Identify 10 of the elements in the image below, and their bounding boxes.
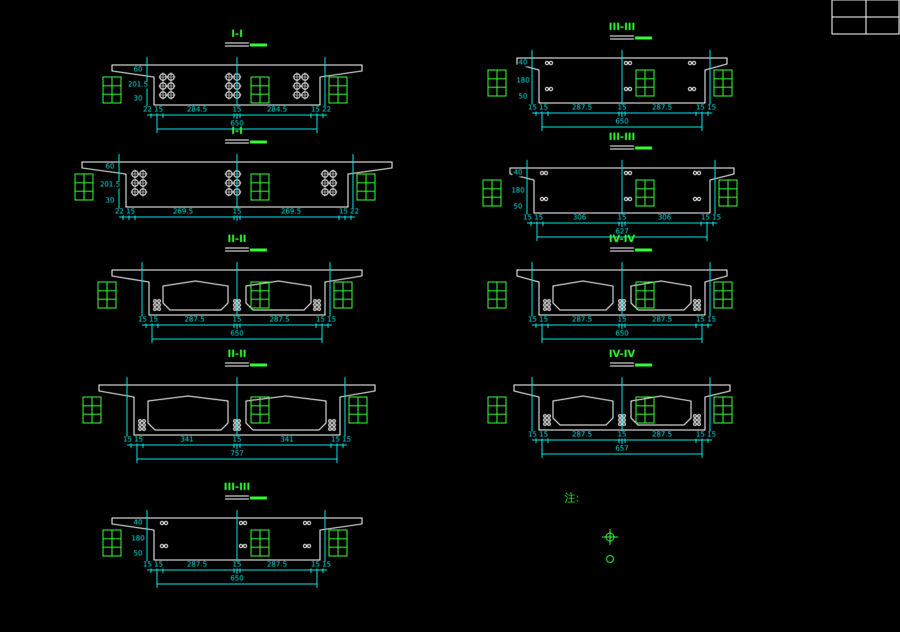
section-title: I-I xyxy=(231,30,243,40)
note-heading: 注: xyxy=(564,492,580,504)
section-title: II-II xyxy=(227,350,247,360)
section-title: IV-IV xyxy=(608,235,636,245)
section-title: III-III xyxy=(608,23,636,33)
section-title: IV-IV xyxy=(608,350,636,360)
section-title: I-I xyxy=(231,127,243,137)
section-title: II-II xyxy=(227,235,247,245)
section-title: III-III xyxy=(224,483,250,493)
section-title: III-III xyxy=(608,133,636,143)
